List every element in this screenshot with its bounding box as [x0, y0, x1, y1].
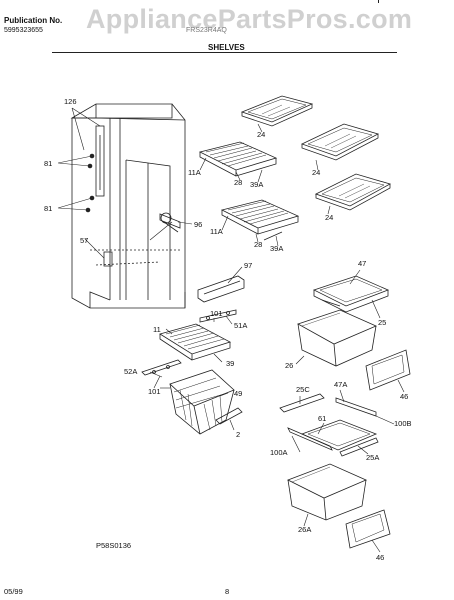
callout-46-upper: 46 — [400, 392, 408, 401]
callout-100a: 100A — [270, 448, 288, 457]
refrigerator-cabinet — [70, 103, 245, 309]
callout-11a-upper: 11A — [188, 168, 201, 177]
watermark: AppliancePartsPros.com — [86, 4, 413, 34]
crisper-drawer-lower — [287, 463, 367, 521]
callout-39a-middle: 39A — [270, 244, 283, 253]
callout-labels: 126 81 81 57 96 97 24 24 24 11A 28 39A 1… — [44, 97, 412, 562]
callout-100b: 100B — [394, 419, 412, 428]
glass-shelf-2 — [300, 123, 380, 161]
wire-shelf-middle — [220, 199, 300, 241]
callout-24-2: 24 — [312, 168, 320, 177]
crisper-front-upper-leaders — [397, 379, 405, 393]
callout-26a: 26A — [298, 525, 311, 534]
callout-126: 126 — [64, 97, 77, 106]
callout-46-lower: 46 — [376, 553, 384, 562]
callout-47: 47 — [358, 259, 366, 268]
callout-51a: 51A — [234, 321, 247, 330]
wire-shelf-lower — [159, 309, 237, 361]
basket-handle — [215, 407, 243, 425]
callout-25a: 25A — [366, 453, 379, 462]
wire-shelf-middle-leaders — [221, 215, 279, 247]
wire-basket — [169, 369, 235, 435]
header-rule — [52, 52, 397, 53]
callout-61: 61 — [318, 414, 326, 423]
model-id: FRS23R4AQ — [186, 27, 227, 34]
callout-2: 2 — [236, 430, 240, 439]
wire-shelf-lower-leaders — [165, 315, 233, 363]
glass-shelf-leaders — [257, 123, 331, 215]
page-number: 8 — [225, 587, 230, 596]
crisper-drawer-upper — [297, 309, 377, 367]
callout-39: 39 — [226, 359, 234, 368]
crisper-cover-leaders — [349, 269, 381, 319]
page-title: SHELVES — [208, 43, 245, 52]
callout-39a-upper: 39A — [250, 180, 263, 189]
diagram-code: P58S0136 — [96, 541, 132, 550]
basket-leaders — [149, 371, 235, 431]
crisper-drawer-upper-leaders — [295, 355, 305, 365]
glass-shelf-3 — [314, 173, 392, 211]
wire-shelf-upper — [198, 141, 278, 177]
callout-26: 26 — [285, 361, 293, 370]
callout-28-middle: 28 — [254, 240, 262, 249]
top-edge-mark — [378, 0, 379, 3]
callout-81-lower: 81 — [44, 204, 52, 213]
crisper-drawer-lower-leaders — [303, 513, 309, 527]
callout-101-lower: 101 — [148, 387, 161, 396]
callout-11: 11 — [153, 325, 161, 334]
publication-label: Publication No. — [4, 16, 63, 25]
callout-101-upper: 101 — [210, 309, 223, 318]
callout-49: 49 — [234, 389, 242, 398]
crisper-front-lower — [345, 509, 391, 549]
callout-52a: 52A — [124, 367, 137, 376]
callout-25: 25 — [378, 318, 386, 327]
footer-date: 05/99 — [4, 587, 23, 596]
glass-shelf-1 — [240, 95, 314, 127]
callout-24-1: 24 — [257, 130, 265, 139]
crisper-cover — [312, 275, 390, 313]
callout-28-upper: 28 — [234, 178, 242, 187]
callout-81-upper: 81 — [44, 159, 52, 168]
crisper-cover-frame-lower — [279, 393, 379, 457]
crisper-front-upper — [365, 349, 411, 391]
publication-number: 5995323655 — [4, 27, 43, 34]
callout-11a-middle: 11A — [210, 227, 223, 236]
wire-shelf-upper-leaders — [199, 157, 263, 183]
callout-47a: 47A — [334, 380, 347, 389]
callout-57: 57 — [80, 236, 88, 245]
cabinet-leaders — [57, 107, 243, 284]
callout-24-3: 24 — [325, 213, 333, 222]
callout-97: 97 — [244, 261, 252, 270]
callout-96: 96 — [194, 220, 202, 229]
crisper-front-lower-leaders — [371, 539, 381, 553]
crisper-cover-frame-leaders — [291, 389, 395, 455]
callout-25c: 25C — [296, 385, 310, 394]
basket-rail — [141, 359, 182, 376]
